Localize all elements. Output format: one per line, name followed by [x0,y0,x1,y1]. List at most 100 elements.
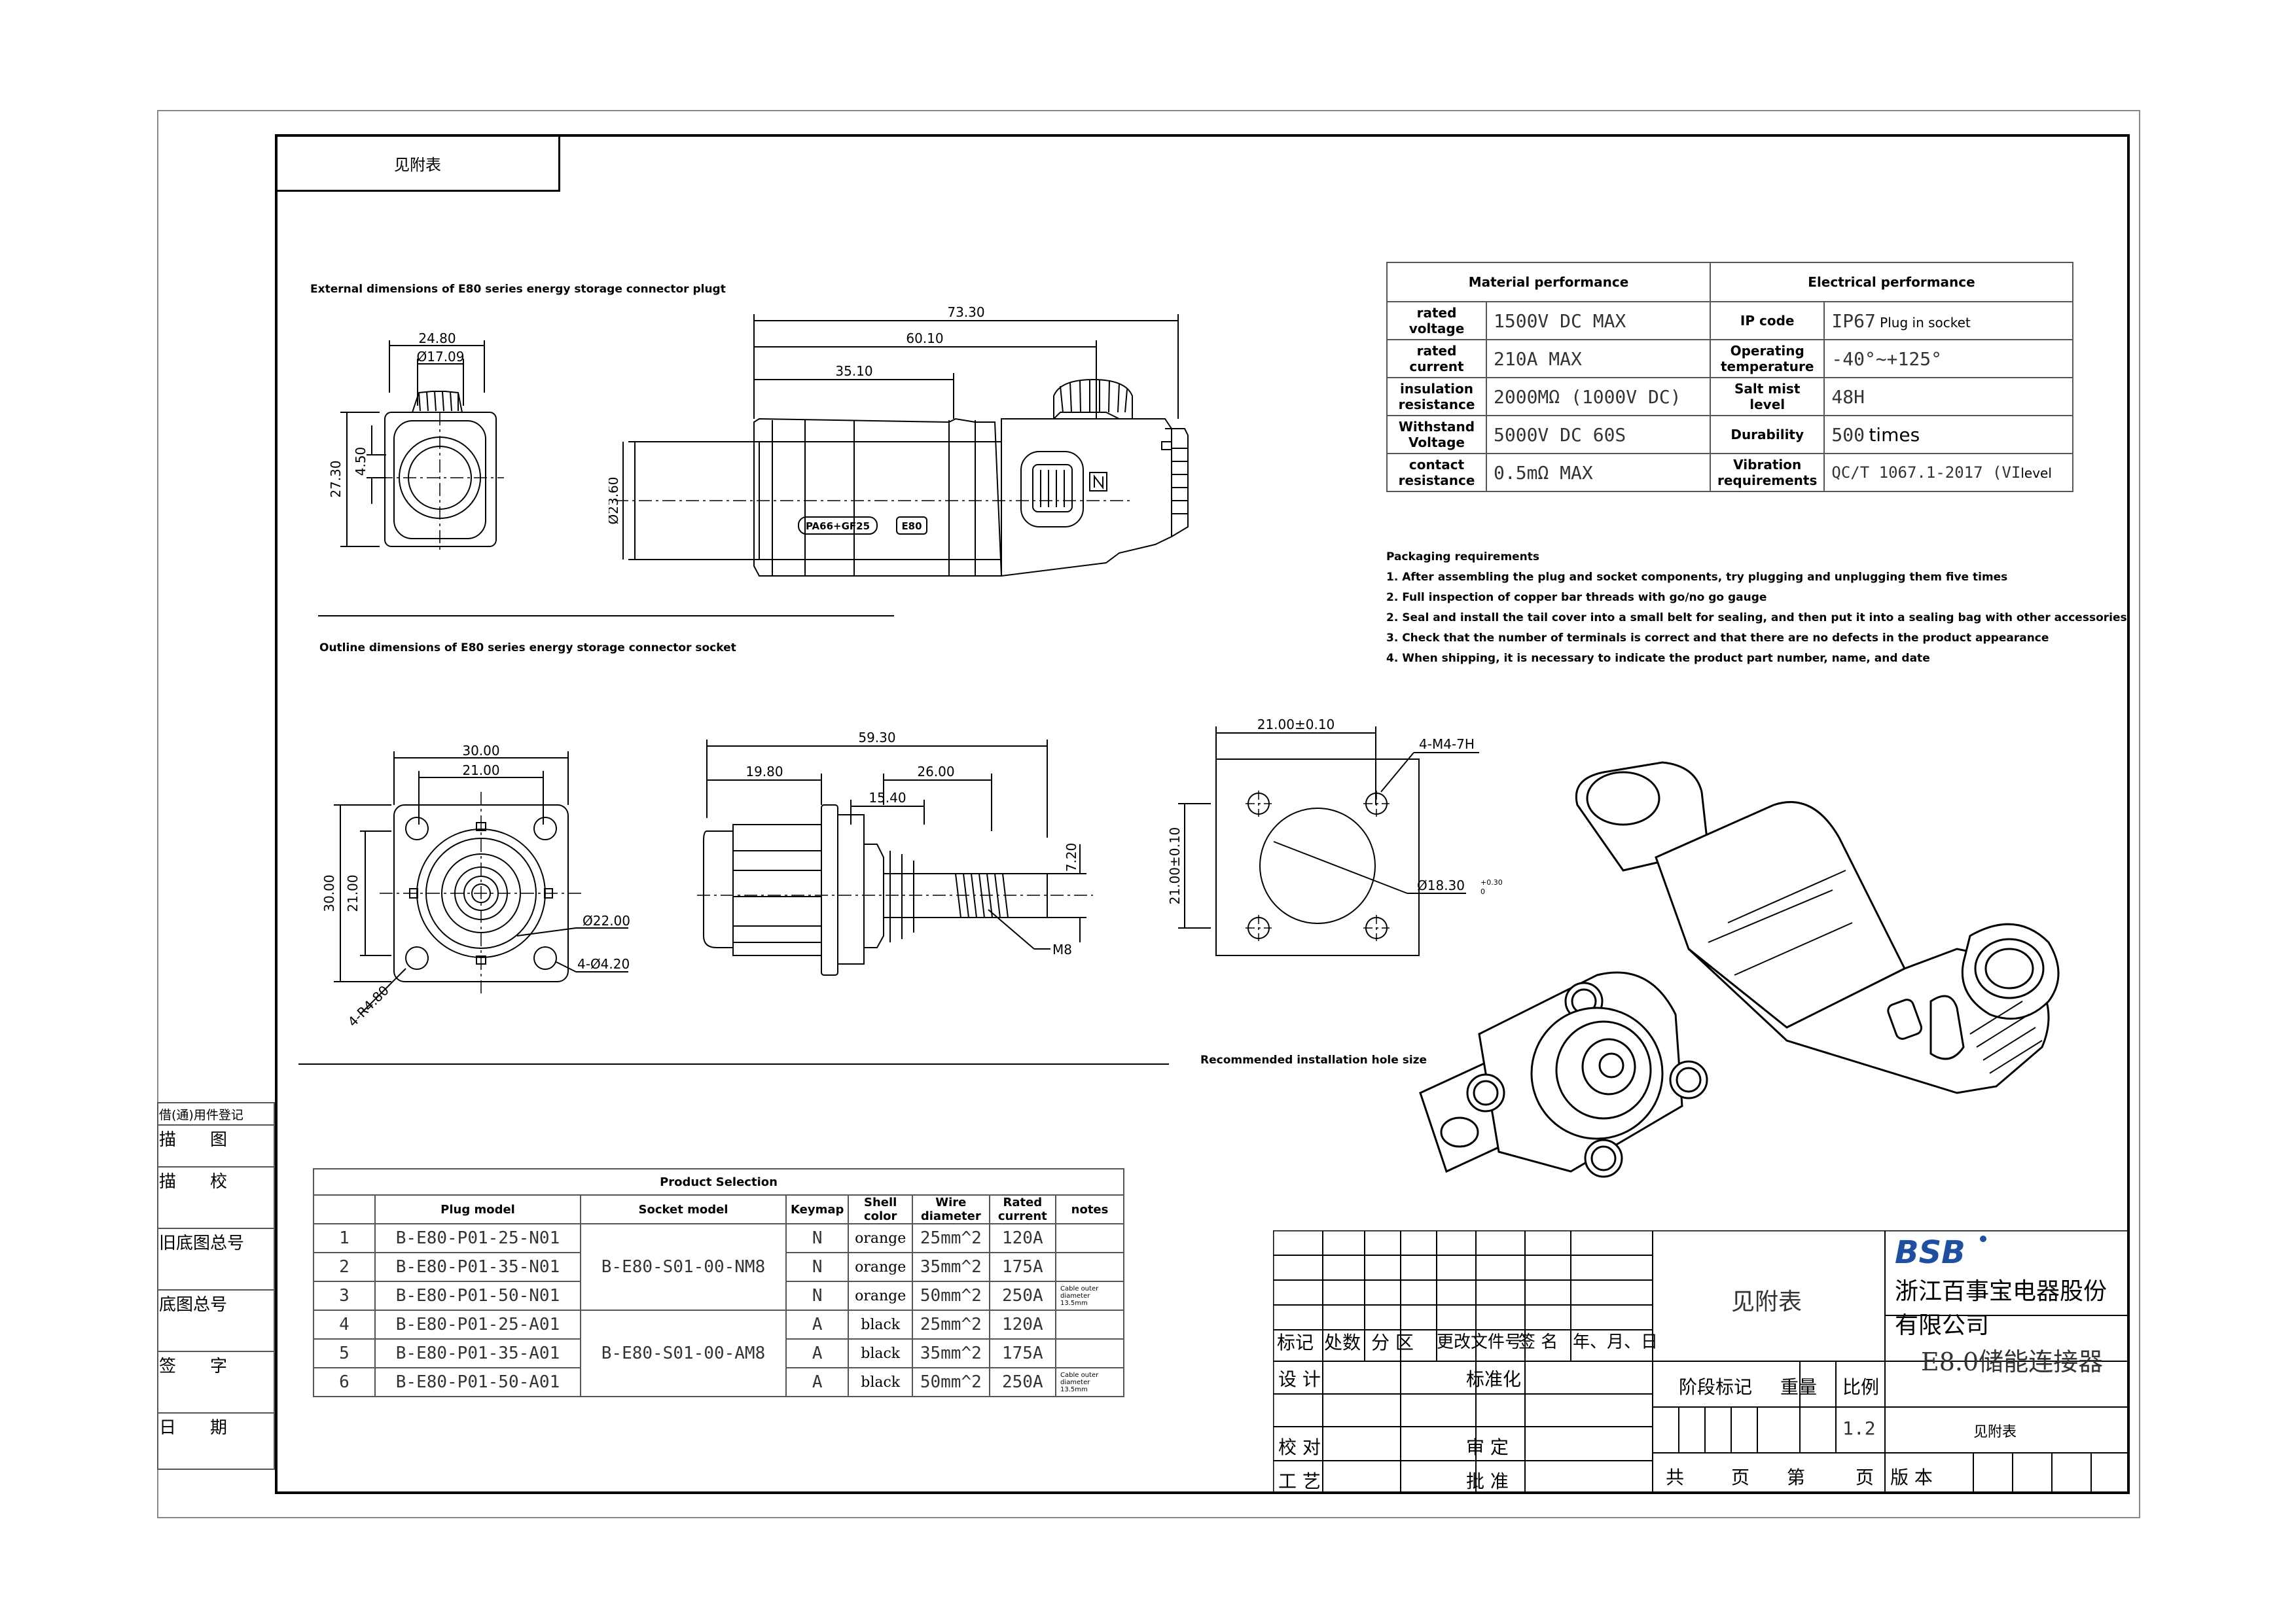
plug-dim-diameter: Ø17.09 [417,349,465,365]
spec-e-note: level [2020,465,2052,481]
ps-key: N [785,1281,850,1311]
ps-note: Cable outer diameter 13.5mm [1055,1367,1124,1397]
side-row: 描 校 [157,1166,275,1229]
ps-key: N [785,1252,850,1282]
divider-plug [318,615,894,616]
ps-header: notes [1055,1194,1124,1224]
tb-company: 浙江百事宝电器股份有限公司 [1895,1278,2108,1339]
packaging-item: 4. When shipping, it is necessary to ind… [1386,652,1930,665]
ps-color: black [848,1367,913,1397]
ps-wire: 25mm^2 [912,1310,990,1340]
spec-e-label: Operating temperature [1709,339,1825,378]
side-header: 借(通)用件登记 [157,1102,275,1126]
tb-zhongliang: 重量 [1780,1376,1818,1398]
tb-gongyi: 工 艺 [1278,1471,1321,1492]
ps-note [1055,1223,1124,1253]
ps-key: N [785,1223,850,1253]
tb-product-name: E8.0储能连接器 [1921,1347,2104,1376]
tb-gong: 共 [1666,1467,1685,1488]
product-selection-table: Product Selection Plug model Socket mode… [313,1168,1124,1397]
table-row: 6 B-E80-P01-50-A01 A black 50mm^2 250A C… [313,1367,1124,1397]
plug-dim-length-short: 35.10 [835,363,872,379]
spec-e-note: times [1869,423,1920,446]
side-row: 日 期 [157,1412,275,1470]
plug-dim-width: 24.80 [418,330,456,346]
plug-dim-tail-diameter: Ø23.60 [609,477,621,525]
spec-e-value: 48H [1831,385,1865,408]
ps-plug: B-E80-P01-35-A01 [374,1338,581,1368]
socket-dim-corner-radius: 4-R4.80 [345,982,392,1029]
tb-jiaodui: 校 对 [1278,1436,1321,1458]
packaging-item: 2. Full inspection of copper bar threads… [1386,591,1767,604]
ps-header: Socket model [580,1194,787,1224]
plug-side-view: 73.30 60.10 35.10 Ø23.60 PA66+GF25 E80 [609,304,1189,577]
spec-row: rated voltage 1500V DC MAX IP code IP67 … [1386,301,2073,340]
side-row: 旧底图总号 [157,1228,275,1291]
spec-row: rated current 210A MAX Operating tempera… [1386,339,2073,378]
ps-color: orange [848,1223,913,1253]
ps-wire: 35mm^2 [912,1252,990,1282]
socket-dim-flange-diameter: Ø22.00 [583,913,630,929]
ps-current: 120A [988,1310,1057,1340]
spec-e-value: QC/T 1067.1-2017 (VI [1831,463,2021,482]
plug-marking-series: E80 [901,520,922,532]
ps-header [313,1194,376,1224]
ps-key: A [785,1338,850,1368]
ps-wire: 50mm^2 [912,1281,990,1311]
side-row: 签 字 [157,1351,275,1414]
tb-ye: 页 [1731,1467,1750,1488]
tb-di: 第 [1787,1467,1806,1488]
tb-qianming: 签 名 [1518,1332,1558,1352]
ps-no: 2 [313,1252,376,1282]
socket-dim-flange-offset: 15.40 [869,790,906,806]
ps-current: 250A [988,1281,1057,1311]
hole-dim-tol-upper: +0.30 [1480,878,1503,887]
spec-row: insulation resistance 2000MΩ (1000V DC) … [1386,377,2073,416]
ps-wire: 35mm^2 [912,1338,990,1368]
ps-color: black [848,1310,913,1340]
hole-dim-vertical: 21.00±0.10 [1167,827,1183,905]
ps-plug: B-E80-P01-25-N01 [374,1223,581,1253]
sheet-tab: 见附表 [275,134,560,192]
table-row: 4 B-E80-P01-25-A01 B-E80-S01-00-AM8 A bl… [313,1310,1124,1397]
sheet-tab-label: 见附表 [394,155,441,174]
tb-date: 年、月、日 [1573,1332,1659,1352]
spec-m-value: 2000MΩ (1000V DC) [1494,385,1681,408]
tb-jieduan: 阶段标记 [1679,1376,1753,1398]
socket-dim-hole-diameter: 4-Ø4.20 [577,956,630,972]
tb-shending: 审 定 [1466,1436,1509,1458]
side-row: 底图总号 [157,1289,275,1352]
plug-dim-length-mid: 60.10 [906,330,943,346]
plug-section-title: External dimensions of E80 series energy… [310,283,726,296]
spec-e-value: -40°~+125° [1831,348,1942,370]
ps-header: Keymap [785,1194,850,1224]
ps-no: 1 [313,1223,376,1253]
spec-e-label: IP code [1709,301,1825,340]
tb-drawing-number: 见附表 [1731,1289,1803,1315]
ps-header: Rated current [988,1194,1057,1224]
spec-m-value: 0.5mΩ MAX [1494,461,1593,484]
tb-scale: 1.2 [1842,1418,1876,1439]
side-row: 描 图 [157,1124,275,1168]
ps-color: orange [848,1281,913,1311]
packaging-item: 1. After assembling the plug and socket … [1386,571,2008,584]
title-block-labels: 标记 处数 分 区 更改文件号 签 名 年、月、日 设 计 标准化 校 对 审 … [1273,1230,2130,1494]
ps-no: 6 [313,1367,376,1397]
tb-ye2: 页 [1856,1467,1874,1488]
product-selection-title: Product Selection [313,1168,1124,1196]
mounting-hole-view: 21.00±0.10 4-M4-7H 21.00±0.10 Ø18.30 +0.… [1167,717,1503,956]
socket-dim-length-total: 59.30 [858,730,895,745]
ps-plug: B-E80-P01-25-A01 [374,1310,581,1340]
packaging-item: 3. Check that the number of terminals is… [1386,632,2049,645]
socket-side-view: 59.30 19.80 26.00 15.40 7.20 M8 [697,730,1093,976]
socket-3d-illustration [1419,971,1708,1178]
ps-plug: B-E80-P01-50-N01 [374,1281,581,1311]
plug-dim-offset: 4.50 [353,447,368,476]
ps-current: 250A [988,1367,1057,1397]
ps-no: 3 [313,1281,376,1311]
ps-no: 4 [313,1310,376,1340]
spec-row: contact resistance 0.5mΩ MAX Vibration r… [1386,453,2073,492]
spec-e-value: 500 [1831,423,1865,446]
plug-marking-material: PA66+GF25 [806,520,870,532]
tb-logo: BSB [1895,1234,1965,1271]
